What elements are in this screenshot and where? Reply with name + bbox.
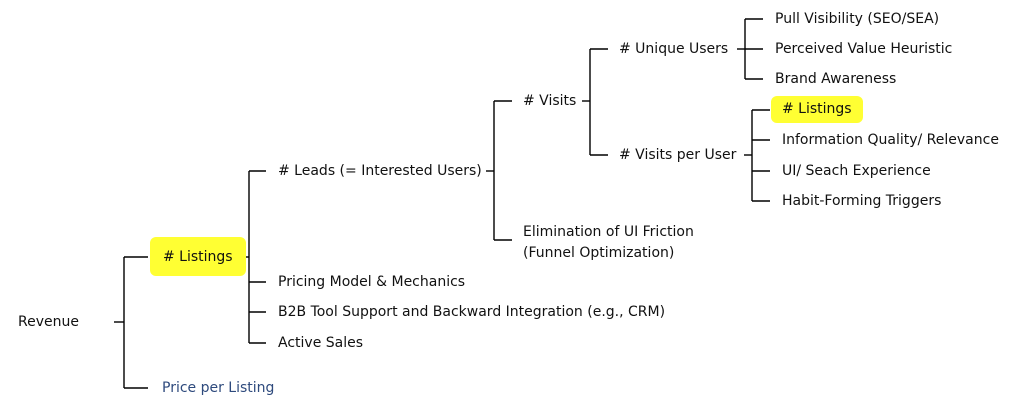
node-perceived-value-label: Perceived Value Heuristic	[775, 41, 953, 57]
node-ui-search-experience-label: UI/ Seach Experience	[782, 163, 931, 179]
node-revenue-label: Revenue	[18, 314, 79, 330]
node-visits-per-user: # Visits per User	[619, 146, 736, 164]
node-habit-forming-triggers: Habit-Forming Triggers	[782, 192, 941, 210]
node-b2b-tool-support-label: B2B Tool Support and Backward Integratio…	[278, 304, 666, 320]
node-pull-visibility-label: Pull Visibility (SEO/SEA)	[775, 11, 940, 27]
node-visits: # Visits	[523, 92, 576, 110]
node-leads: # Leads (= Interested Users)	[278, 162, 482, 180]
node-habit-forming-triggers-label: Habit-Forming Triggers	[782, 193, 942, 209]
node-listings-highlighted: # Listings	[150, 237, 246, 276]
node-pricing-model-label: Pricing Model & Mechanics	[278, 274, 466, 290]
node-active-sales-label: Active Sales	[278, 335, 364, 351]
node-elimination-line1: Elimination of UI Friction	[523, 224, 694, 240]
node-leads-label: # Leads (= Interested Users)	[278, 163, 482, 179]
node-visits-per-user-label: # Visits per User	[619, 147, 737, 163]
node-perceived-value: Perceived Value Heuristic	[775, 40, 952, 58]
node-information-quality: Information Quality/ Relevance	[782, 131, 999, 149]
node-price-per-listing: Price per Listing	[162, 379, 274, 397]
node-revenue: Revenue	[18, 313, 79, 331]
node-price-per-listing-label: Price per Listing	[162, 380, 275, 396]
node-active-sales: Active Sales	[278, 334, 363, 352]
node-listings-sub-label: # Listings	[782, 101, 852, 117]
node-unique-users: # Unique Users	[619, 40, 728, 58]
node-unique-users-label: # Unique Users	[619, 41, 729, 57]
node-visits-label: # Visits	[523, 93, 577, 109]
node-listings-sub-highlighted: # Listings	[771, 96, 863, 123]
node-pricing-model: Pricing Model & Mechanics	[278, 273, 465, 291]
node-elimination-ui-friction: Elimination of UI Friction (Funnel Optim…	[523, 222, 694, 264]
node-ui-search-experience: UI/ Seach Experience	[782, 162, 931, 180]
node-elimination-line2: (Funnel Optimization)	[523, 245, 675, 261]
node-information-quality-label: Information Quality/ Relevance	[782, 132, 999, 148]
node-listings-label: # Listings	[163, 249, 233, 265]
node-brand-awareness: Brand Awareness	[775, 70, 896, 88]
node-pull-visibility: Pull Visibility (SEO/SEA)	[775, 10, 939, 28]
node-b2b-tool-support: B2B Tool Support and Backward Integratio…	[278, 303, 665, 321]
node-brand-awareness-label: Brand Awareness	[775, 71, 897, 87]
